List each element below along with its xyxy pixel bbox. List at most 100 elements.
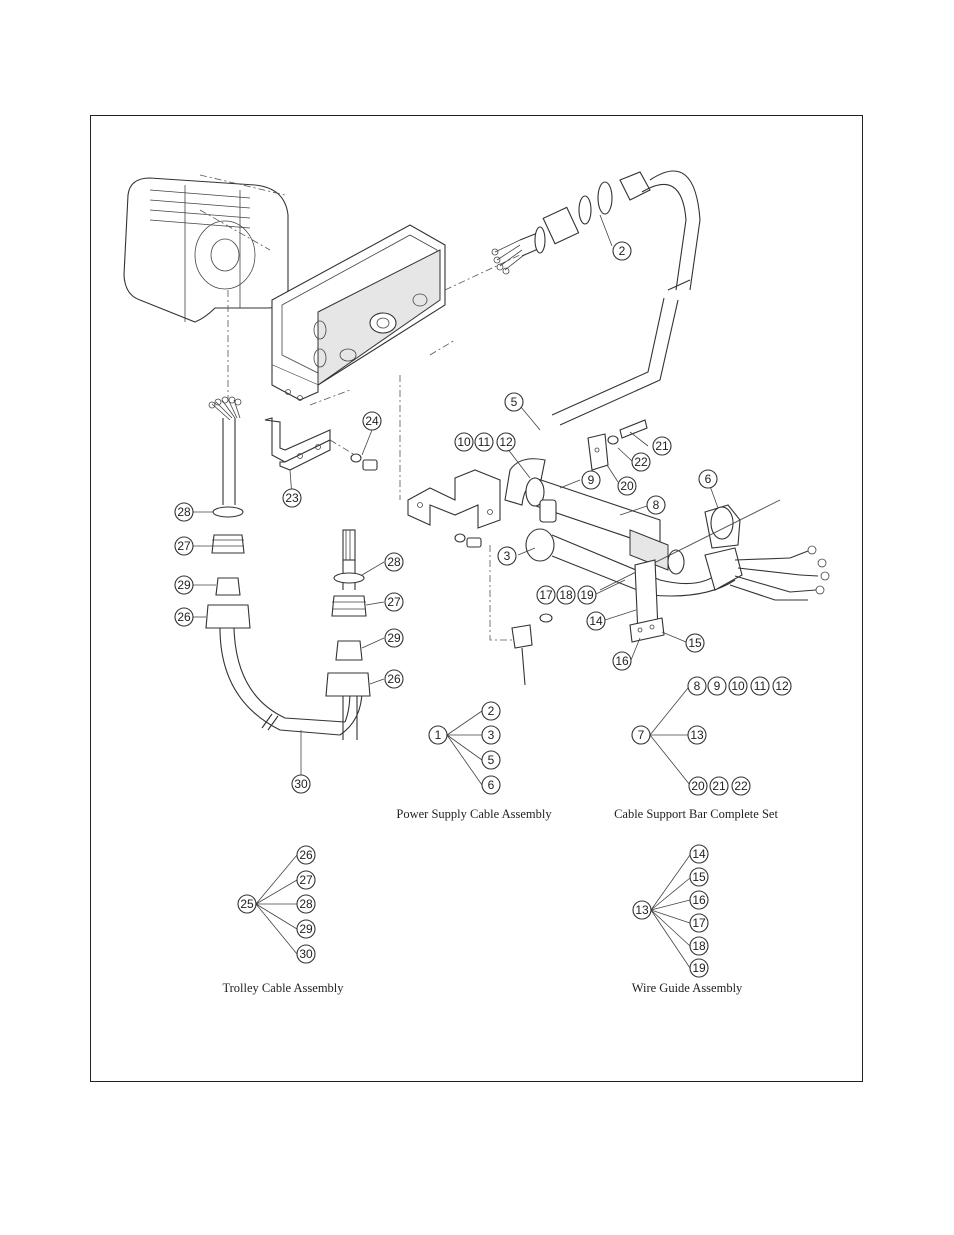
svg-text:1: 1 [435, 728, 442, 742]
callout-28-left: 28 [174, 502, 194, 522]
callout-21: 21 [652, 436, 672, 456]
tree-node: 5 [481, 750, 501, 770]
tree-node: 14 [689, 844, 709, 864]
svg-text:5: 5 [488, 753, 495, 767]
tree-node: 9 [707, 676, 727, 696]
svg-text:30: 30 [299, 947, 313, 961]
svg-text:29: 29 [299, 922, 313, 936]
svg-text:16: 16 [692, 893, 706, 907]
callout-2: 2 [612, 241, 632, 261]
callout-10: 10 [454, 432, 474, 452]
svg-text:12: 12 [775, 679, 789, 693]
trolley-roller [599, 499, 830, 601]
svg-text:22: 22 [734, 779, 748, 793]
tree-node: 15 [689, 867, 709, 887]
cable-support-bar [504, 419, 736, 597]
svg-text:28: 28 [387, 555, 401, 569]
wire-guide-assembly-tree: 13 14 15 16 17 18 19 Wire Guide Assembly [632, 844, 743, 995]
svg-text:14: 14 [589, 614, 603, 628]
caption-trolley-cable: Trolley Cable Assembly [222, 981, 344, 995]
svg-text:29: 29 [387, 631, 401, 645]
svg-text:29: 29 [177, 578, 191, 592]
callout-23: 23 [282, 488, 302, 508]
callout-20: 20 [617, 476, 637, 496]
tree-node: 25 [237, 894, 257, 914]
callout-18: 18 [556, 585, 576, 605]
figure-frame [90, 115, 863, 1082]
tree-node: 3 [481, 725, 501, 745]
callout-19: 19 [577, 585, 597, 605]
callout-28-right: 28 [384, 552, 404, 572]
tree-node: 17 [689, 913, 709, 933]
svg-text:12: 12 [499, 435, 513, 449]
caption-support-bar: Cable Support Bar Complete Set [614, 807, 778, 821]
tree-node: 12 [772, 676, 792, 696]
tree-node: 16 [689, 890, 709, 910]
callout-22: 22 [631, 452, 651, 472]
power-supply-assembly-tree: 1 2 3 5 6 Power Supply Cable Assembly [396, 701, 552, 821]
tree-node: 1 [428, 725, 448, 745]
svg-text:25: 25 [240, 897, 254, 911]
svg-text:9: 9 [714, 679, 721, 693]
svg-text:14: 14 [692, 847, 706, 861]
callout-3: 3 [497, 546, 517, 566]
callout-29-right: 29 [384, 628, 404, 648]
caption-power-supply: Power Supply Cable Assembly [396, 807, 552, 821]
cable-support-bracket [407, 469, 501, 548]
svg-text:15: 15 [688, 636, 702, 650]
svg-text:11: 11 [754, 679, 767, 693]
tree-node: 10 [728, 676, 748, 696]
tree-node: 30 [296, 944, 316, 964]
callout-27-right: 27 [384, 592, 404, 612]
svg-text:27: 27 [177, 539, 191, 553]
tree-node: 21 [709, 776, 729, 796]
svg-text:8: 8 [694, 679, 701, 693]
tree-node: 8 [687, 676, 707, 696]
tree-node: 26 [296, 845, 316, 865]
svg-text:3: 3 [488, 728, 495, 742]
tree-node: 27 [296, 870, 316, 890]
tree-node: 11 [750, 676, 770, 696]
power-cable-gland-top [491, 170, 701, 426]
svg-text:21: 21 [712, 779, 726, 793]
svg-text:3: 3 [504, 549, 511, 563]
svg-text:18: 18 [692, 939, 706, 953]
svg-text:19: 19 [692, 961, 706, 975]
tree-node: 13 [632, 900, 652, 920]
svg-text:30: 30 [294, 777, 308, 791]
tree-node: 6 [481, 775, 501, 795]
svg-text:27: 27 [387, 595, 401, 609]
svg-text:2: 2 [488, 704, 495, 718]
svg-text:7: 7 [638, 728, 645, 742]
callout-29-left: 29 [174, 575, 194, 595]
svg-text:5: 5 [511, 395, 518, 409]
tree-node: 28 [296, 894, 316, 914]
callout-26-right: 26 [384, 669, 404, 689]
svg-text:13: 13 [690, 728, 704, 742]
callout-markers: 2 5 10 11 12 21 22 9 20 6 8 3 17 18 19 1… [174, 241, 718, 794]
tree-node: 29 [296, 919, 316, 939]
svg-text:26: 26 [387, 672, 401, 686]
junction-box [271, 224, 521, 500]
tree-node: 22 [731, 776, 751, 796]
tree-node: 2 [481, 701, 501, 721]
svg-text:9: 9 [588, 473, 595, 487]
callout-15: 15 [685, 633, 705, 653]
caption-wire-guide: Wire Guide Assembly [632, 981, 743, 995]
support-bar-assembly-tree: 7 8 9 10 11 12 13 20 21 22 Cable Support… [614, 676, 792, 821]
svg-text:22: 22 [634, 455, 648, 469]
svg-text:15: 15 [692, 870, 706, 884]
trolley-cable-assembly-tree: 25 26 27 28 29 30 Trolley Cable Assembly [222, 845, 344, 995]
callout-11: 11 [474, 432, 494, 452]
callout-9: 9 [581, 470, 601, 490]
tree-node: 7 [631, 725, 651, 745]
svg-text:13: 13 [635, 903, 649, 917]
svg-text:18: 18 [559, 588, 573, 602]
svg-text:20: 20 [691, 779, 705, 793]
svg-text:6: 6 [705, 472, 712, 486]
tree-node: 18 [689, 936, 709, 956]
trolley-cable-right [325, 529, 371, 740]
bracket-23 [264, 389, 378, 471]
callout-14: 14 [586, 611, 606, 631]
callout-30: 30 [291, 774, 311, 794]
